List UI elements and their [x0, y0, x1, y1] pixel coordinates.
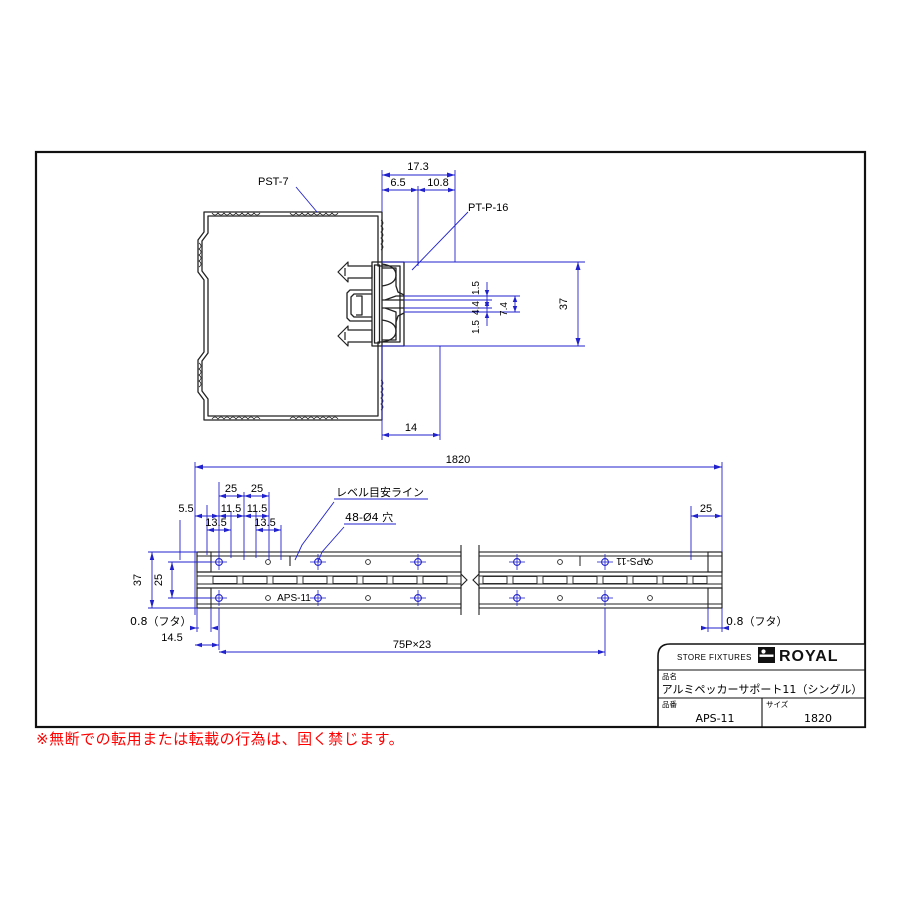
dim-1820: 1820 [446, 454, 470, 466]
callout-pt-p-16: PT-P-16 [468, 202, 508, 214]
dim-17-3: 17.3 [407, 161, 428, 173]
brand-name: ROYAL [779, 648, 839, 665]
dim-height-37: 37 [132, 574, 144, 586]
copyright-warning: ※無断での転用または転載の行為は、固く禁じます。 [36, 730, 405, 748]
section-dimension-lines [381, 170, 585, 440]
dim-10-8: 10.8 [427, 177, 448, 189]
elevation-dimension-arrows [149, 464, 729, 655]
dim-13-5-a: 13.5 [205, 517, 226, 529]
slot-teeth-right [482, 576, 708, 584]
label-product-size: サイズ [766, 699, 789, 709]
royal-logo-mark [758, 647, 775, 663]
label-product-name: 品名 [662, 671, 677, 681]
value-product-size: 1820 [804, 712, 832, 725]
break-line [460, 545, 480, 615]
callout-level-line: レベル目安ライン [336, 485, 424, 499]
value-product-code: APS-11 [695, 712, 734, 725]
dim-1-5-top: 1.5 [471, 281, 482, 295]
dim-14: 14 [405, 422, 417, 434]
elevation-view: APS-11 APS-11 [130, 454, 788, 656]
hole-row-lower [211, 590, 653, 606]
cross-section-view: 17.3 6.5 10.8 37 14 1.5 4.4 1.5 7.4 PST-… [197, 161, 585, 440]
dim-right-25: 25 [700, 503, 712, 515]
title-block-frame [657, 643, 866, 728]
callout-holes: 48-Ø4 穴 [345, 510, 393, 524]
dim-cap-right: 0.8（フタ） [726, 615, 788, 628]
elevation-callout-leaders [294, 498, 428, 563]
dim-7-4: 7.4 [499, 302, 510, 316]
dim-25-b: 25 [251, 483, 263, 495]
dim-13-5-b: 13.5 [254, 517, 275, 529]
dim-37: 37 [558, 298, 570, 310]
rail-part-mark: APS-11 [277, 593, 311, 604]
ptp16-bracket-profile [346, 261, 405, 347]
dim-11-5-a: 11.5 [221, 503, 242, 515]
title-block: STORE FIXTURES ROYAL 品名 アルミペッカーサポート11（シン… [657, 643, 866, 728]
sheet-border [34, 150, 867, 729]
rail-part-mark-flipped: APS-11 [616, 555, 650, 566]
slot-teeth-left [212, 576, 448, 584]
dim-4-4: 4.4 [471, 301, 482, 315]
dim-5-5: 5.5 [178, 503, 193, 515]
dim-cap-left: 0.8（フタ） [130, 615, 192, 628]
dim-75p-23: 75P×23 [393, 639, 431, 651]
dim-11-5-b: 11.5 [247, 503, 268, 515]
dim-1-5-bottom: 1.5 [471, 320, 482, 334]
callout-pst-7: PST-7 [258, 176, 289, 188]
dim-14-5: 14.5 [161, 632, 182, 644]
level-indicator-mark [289, 555, 295, 566]
section-callout-leaders [295, 186, 469, 271]
barb-peg-lower [337, 325, 373, 347]
dim-height-25: 25 [153, 574, 165, 586]
section-dimension-arrows [382, 172, 581, 438]
value-product-name: アルミペッカーサポート11（シングル） [662, 682, 863, 696]
dim-6-5: 6.5 [390, 177, 405, 189]
label-product-code: 品番 [662, 699, 677, 709]
hole-row-upper [211, 554, 653, 570]
dim-25-a: 25 [225, 483, 237, 495]
barb-peg-upper [337, 261, 373, 283]
brand-tagline: STORE FIXTURES [677, 653, 752, 662]
